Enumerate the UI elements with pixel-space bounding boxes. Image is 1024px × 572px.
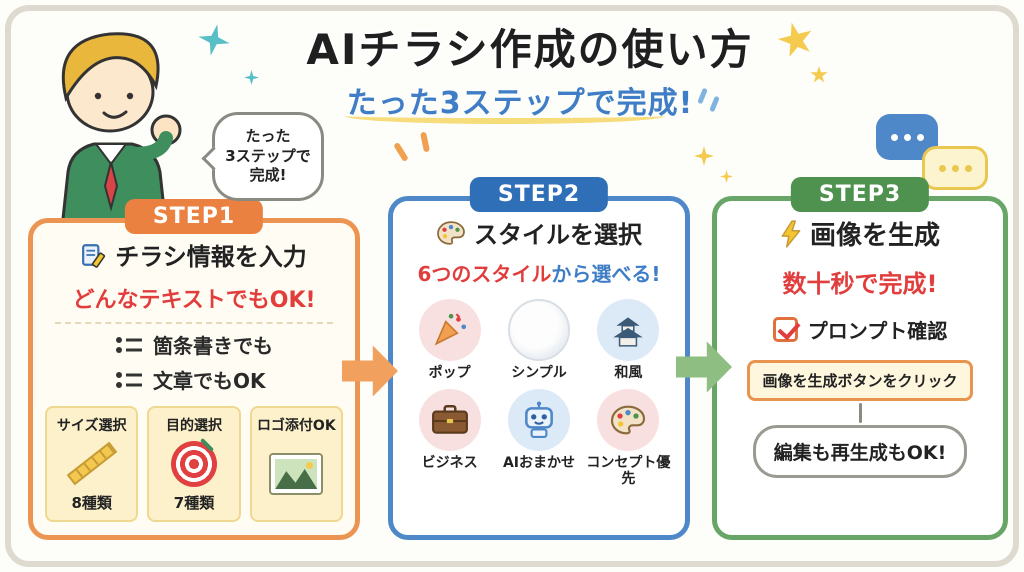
divider bbox=[55, 322, 333, 324]
emphasis-dash-icon bbox=[419, 131, 431, 153]
lightning-icon bbox=[781, 219, 801, 248]
option-title: ロゴ添付OK bbox=[256, 418, 336, 434]
style-option-simple: シンプル bbox=[496, 299, 581, 381]
step1-heading: チラシ情報を入力 bbox=[33, 237, 355, 272]
dot-icon bbox=[951, 164, 959, 172]
dot-icon bbox=[903, 133, 911, 141]
briefcase-icon bbox=[418, 389, 481, 452]
style-name: コンセプト優先 bbox=[586, 455, 671, 488]
emphasis-dash-icon bbox=[393, 141, 409, 163]
step2-heading: スタイルを選択 bbox=[393, 215, 685, 250]
bullet-text: 文章でもOK bbox=[153, 369, 266, 393]
option-title: 目的選択 bbox=[165, 418, 222, 434]
step3-tab: STEP3 bbox=[790, 177, 930, 212]
option-logo-attach: ロゴ添付OK bbox=[249, 406, 343, 522]
dot-icon bbox=[964, 164, 972, 172]
connector-line bbox=[858, 403, 862, 423]
choose-label: から選べる! bbox=[551, 262, 661, 286]
bullet-text: 箇条書きでも bbox=[153, 334, 273, 358]
style-name: AIおまかせ bbox=[502, 455, 576, 472]
step2-heading-label: スタイルを選択 bbox=[474, 221, 642, 249]
style-option-pop: ポップ bbox=[407, 299, 492, 381]
chat-bubble-yellow-icon bbox=[922, 146, 988, 190]
step1-panel: STEP1 チラシ情報を入力 どんなテキストでもOK! 箇条書きでも bbox=[28, 199, 360, 540]
subtitle-underline-decoration bbox=[345, 108, 665, 124]
style-option-wafu: 和風 bbox=[586, 299, 671, 381]
option-size-select: サイズ選択 8種類 bbox=[45, 406, 139, 522]
option-purpose-select: 目的選択 7種類 bbox=[147, 406, 241, 522]
dot-icon bbox=[890, 133, 898, 141]
option-title: サイズ選択 bbox=[56, 418, 127, 434]
style-count-label: 6つのスタイル bbox=[417, 262, 552, 286]
style-name: シンプル bbox=[511, 365, 567, 381]
step3-heading-label: 画像を生成 bbox=[809, 221, 940, 251]
style-name: 和風 bbox=[614, 365, 643, 381]
step1-bullet-list: 箇条書きでも 文章でもOK bbox=[115, 330, 273, 394]
step1-heading-label: チラシ情報を入力 bbox=[115, 243, 307, 271]
step2-subheading: 6つのスタイルから選べる! bbox=[393, 258, 685, 287]
list-item: 文章でもOK bbox=[115, 365, 273, 394]
step3-panel: STEP3 画像を生成 数十秒で完成! プロンプト確認 画像を生成ボタンをクリッ… bbox=[712, 177, 1008, 540]
dot-icon bbox=[938, 164, 946, 172]
step2-panel: STEP2 スタイルを選択 6つのスタイルから選べる! bbox=[388, 177, 690, 540]
check-item-label: プロンプト確認 bbox=[807, 319, 948, 343]
memo-pencil-icon bbox=[82, 243, 106, 268]
party-popper-icon bbox=[418, 299, 481, 361]
prompt-check-row: プロンプト確認 bbox=[717, 315, 1003, 344]
castle-icon bbox=[597, 299, 660, 361]
palette-icon bbox=[437, 220, 465, 245]
generate-image-button: 画像を生成ボタンをクリック bbox=[747, 360, 973, 401]
ruler-icon bbox=[65, 435, 119, 492]
character-speech-bubble: たった 3ステップで 完成! bbox=[212, 112, 324, 201]
step1-tab: STEP1 bbox=[124, 199, 264, 234]
checkbox-checked-icon bbox=[772, 317, 798, 342]
dot-icon bbox=[916, 133, 924, 141]
step3-highlight: 数十秒で完成! bbox=[782, 270, 938, 298]
list-bullet-icon bbox=[116, 336, 142, 353]
style-option-concept: コンセプト優先 bbox=[586, 389, 671, 487]
style-option-business: ビジネス bbox=[407, 389, 492, 487]
list-bullet-icon bbox=[116, 371, 142, 388]
style-name: ポップ bbox=[428, 365, 471, 381]
page-title: AIチラシ作成の使い方 bbox=[306, 25, 754, 74]
regenerate-note-bubble: 編集も再生成もOK! bbox=[752, 425, 968, 478]
option-count: 8種類 bbox=[71, 494, 112, 512]
step2-tab: STEP2 bbox=[469, 177, 609, 212]
logo-image-icon bbox=[269, 435, 324, 513]
target-icon bbox=[170, 435, 217, 492]
sparkle-icon bbox=[720, 170, 733, 183]
step1-highlight: どんなテキストでもOK! bbox=[72, 288, 316, 313]
step1-option-boxes: サイズ選択 8種類 目的選択 7種類 ロゴ添付OK bbox=[33, 406, 355, 522]
robot-icon bbox=[507, 389, 570, 452]
list-item: 箇条書きでも bbox=[115, 330, 273, 359]
option-count: 7種類 bbox=[173, 494, 215, 512]
step3-heading: 画像を生成 bbox=[717, 215, 1003, 252]
style-grid: ポップ シンプル 和風 bbox=[393, 287, 685, 487]
sparkle-icon bbox=[694, 146, 714, 166]
plain-circle-icon bbox=[507, 299, 570, 361]
style-option-ai-auto: AIおまかせ bbox=[496, 389, 581, 487]
character-illustration bbox=[60, 32, 182, 228]
style-name: ビジネス bbox=[421, 455, 478, 472]
palette-icon bbox=[597, 389, 660, 452]
